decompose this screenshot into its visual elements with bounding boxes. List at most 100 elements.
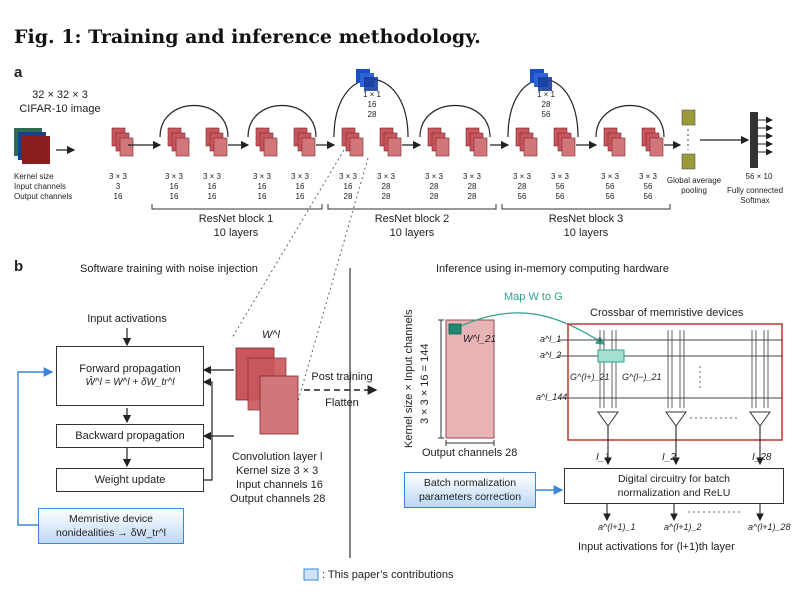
conv-spec-3-2: 16 <box>257 192 267 201</box>
conv-spec-0-0: 3 × 3 <box>108 172 127 181</box>
block1-layers: 10 layers <box>213 227 259 239</box>
shortcut2-kernel: 1 × 1 <box>362 90 381 99</box>
block3-layers: 10 layers <box>563 227 609 239</box>
forward-label: Forward propagation <box>79 363 181 375</box>
conv-stack-7 <box>427 127 450 157</box>
conv-spec-2-0: 3 × 3 <box>202 172 221 181</box>
a-label-2: a^l_2 <box>540 350 562 360</box>
conv-spec-5-1: 16 <box>343 182 353 191</box>
input-size-label: 32 × 32 × 3 <box>32 89 88 101</box>
crossbar-dots <box>690 366 740 419</box>
zoom-lines <box>231 149 369 423</box>
flatten-label: Flatten <box>325 397 359 409</box>
map-w-to-g-arrow <box>460 312 606 345</box>
training-flow-arrows <box>122 328 234 481</box>
crossbar-grid <box>558 330 782 408</box>
conv-stack-11 <box>603 127 626 157</box>
matrix-element-label: W^l_21 <box>463 334 497 345</box>
conv-stack-4 <box>293 127 316 157</box>
forward-equation: Ŵ^l = W^l + δW_tr^l <box>85 377 175 388</box>
out-label-1: a^(l+1)_1 <box>598 522 636 532</box>
conv-spec-3-0: 3 × 3 <box>252 172 271 181</box>
g-plus-label: G^(l+)_21 <box>570 372 610 382</box>
fully-connected-icon <box>750 112 773 168</box>
shortcut2-in: 16 <box>367 100 377 109</box>
backward-propagation-box: Backward propagation <box>56 424 204 448</box>
conv-stack-9 <box>515 127 538 157</box>
digital-circuitry-box: Digital circuitry for batch normalizatio… <box>564 468 784 504</box>
shortcut3-out: 56 <box>541 110 551 119</box>
conv-spec-0-2: 16 <box>113 192 123 201</box>
i-label-1: I_1 <box>596 452 610 463</box>
block2-name: ResNet block 2 <box>374 213 450 225</box>
weight-update-box: Weight update <box>56 468 204 492</box>
legend-swatch <box>303 568 319 581</box>
conv-kernel-label: Kernel size 3 × 3 <box>236 465 319 477</box>
matrix-axes <box>438 319 495 446</box>
conv-stack-2 <box>205 127 228 157</box>
conv-spec-4-0: 3 × 3 <box>290 172 309 181</box>
conv-stack-5 <box>341 127 364 157</box>
legend-text: : This paper’s contributions <box>322 569 454 581</box>
conv-stack-10 <box>553 127 576 157</box>
i-label-2: I_2 <box>662 452 676 463</box>
conv-spec-6-1: 28 <box>381 182 391 191</box>
conv-spec-5-2: 28 <box>343 192 353 201</box>
fc-label: Fully connected Softmax <box>726 186 784 205</box>
panel-a-letter: a <box>14 64 23 81</box>
shortcut3-in: 28 <box>541 100 551 109</box>
conv-spec-1-2: 16 <box>169 192 179 201</box>
fc-dims: 56 × 10 <box>745 172 773 181</box>
conv-spec-12-0: 3 × 3 <box>638 172 657 181</box>
weight-matrix <box>445 319 495 439</box>
row-label-input: Input channels <box>14 182 67 191</box>
out-label-28: a^(l+1)_28 <box>748 522 791 532</box>
conv-spec-9-0: 3 × 3 <box>512 172 531 181</box>
matrix-xlabel: Output channels 28 <box>422 447 518 459</box>
conv-spec-12-1: 56 <box>643 182 653 191</box>
crossbar-device-highlight <box>597 349 625 363</box>
conv-spec-11-2: 56 <box>605 192 615 201</box>
conv-spec-6-0: 3 × 3 <box>376 172 395 181</box>
sense-amplifiers <box>597 411 771 466</box>
conv-spec-6-2: 28 <box>381 192 391 201</box>
conv-layer-icon <box>235 347 299 435</box>
block-brackets <box>151 204 671 210</box>
conv-out-label: Output channels 28 <box>230 493 326 505</box>
matrix-element-w21 <box>448 323 462 335</box>
g-minus-label: G^(l−)_21 <box>622 372 662 382</box>
i-label-28: I_28 <box>752 452 772 463</box>
gap-label: Global average pooling <box>666 176 722 195</box>
panel-b-letter: b <box>14 258 24 275</box>
input-activations: Input activations <box>87 313 167 325</box>
shortcut2-out: 28 <box>367 110 377 119</box>
global-average-pooling-icon <box>681 109 696 170</box>
conv-spec-0-1: 3 <box>115 182 121 191</box>
conv-spec-2-2: 16 <box>207 192 217 201</box>
batch-norm-correction-box: Batch normalization parameters correctio… <box>404 472 536 508</box>
main-flow-arrows <box>128 78 750 150</box>
a-label-144: a^l_144 <box>536 392 568 402</box>
conv-spec-3-1: 16 <box>257 182 267 191</box>
output-caption: Input activations for (l+1)th layer <box>578 541 735 553</box>
conv-stack-1 <box>167 127 190 157</box>
conv-spec-5-0: 3 × 3 <box>338 172 357 181</box>
conv-stack-3 <box>255 127 278 157</box>
conv-in-label: Input channels 16 <box>236 479 323 491</box>
input-caption: CIFAR-10 image <box>19 103 101 115</box>
shortcut-conv-icon-block2 <box>356 69 378 91</box>
conv-spec-8-0: 3 × 3 <box>462 172 481 181</box>
left-title: Software training with noise injection <box>80 263 258 275</box>
crossbar-frame <box>567 323 783 441</box>
right-title: Inference using in-memory computing hard… <box>436 263 669 275</box>
crossbar-title: Crossbar of memristive devices <box>590 307 744 319</box>
conv-spec-11-0: 3 × 3 <box>600 172 619 181</box>
conv-stack-12 <box>641 127 664 157</box>
conv-spec-4-1: 16 <box>295 182 305 191</box>
map-w-to-g-label: Map W to G <box>504 291 563 303</box>
conv-spec-10-0: 3 × 3 <box>550 172 569 181</box>
row-label-kernel: Kernel size <box>14 172 54 181</box>
conv-spec-7-0: 3 × 3 <box>424 172 443 181</box>
a-label-1: a^l_1 <box>540 334 562 344</box>
